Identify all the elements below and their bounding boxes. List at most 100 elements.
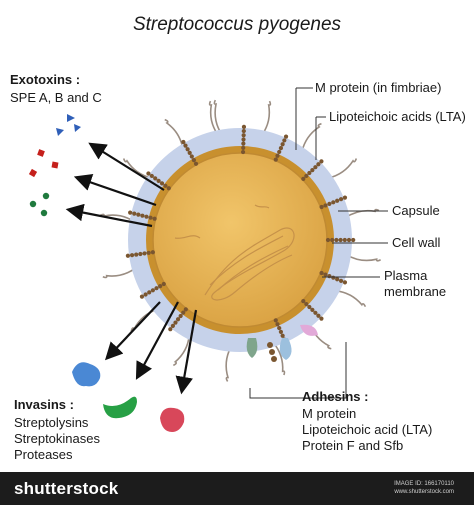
- lta-bead: [278, 329, 284, 335]
- invasin-item: Streptolysins: [14, 415, 89, 430]
- lta-bead: [153, 176, 158, 181]
- lta-bead: [313, 310, 318, 315]
- lta-bead: [148, 215, 153, 220]
- lta-bead: [280, 333, 285, 338]
- lta-bead: [278, 145, 284, 151]
- adhesin-molecules: [246, 324, 318, 362]
- lta-bead: [342, 195, 348, 200]
- lta-bead: [280, 142, 285, 147]
- lta-bead: [159, 181, 165, 186]
- lta-bead: [144, 214, 149, 219]
- lta-bead: [319, 159, 324, 164]
- diagram-title: Streptococcus pyogenes: [132, 14, 342, 35]
- lta-bead: [183, 143, 188, 148]
- adhesin-item: Lipoteichoic acid (LTA): [302, 422, 433, 437]
- lta-bead: [161, 281, 166, 287]
- lta-bead: [316, 162, 321, 167]
- lta-bead: [307, 170, 312, 176]
- label-lta: Lipoteichoic acids (LTA): [329, 109, 466, 124]
- lta-bead: [134, 252, 139, 257]
- lta-bead: [323, 272, 328, 277]
- lta-bead: [150, 250, 155, 255]
- fimbria: [102, 267, 137, 279]
- lta-bead: [323, 203, 328, 208]
- lta-bead: [319, 316, 324, 321]
- lta-bead: [191, 158, 196, 163]
- lta-bead: [338, 237, 343, 243]
- lta-bead: [183, 307, 188, 312]
- label-cell-wall: Cell wall: [392, 235, 441, 250]
- label-membrane: membrane: [384, 284, 447, 299]
- lta-bead: [152, 216, 157, 221]
- lta-bead: [338, 278, 344, 283]
- fimbria: [328, 158, 358, 179]
- lta-bead: [170, 323, 175, 328]
- lta-bead: [241, 145, 246, 150]
- lta-bead: [304, 301, 309, 307]
- adhesin-item: Protein F and Sfb: [302, 438, 404, 453]
- lta-bead: [147, 290, 152, 295]
- fimbria: [301, 122, 322, 152]
- label-pointers: [249, 87, 388, 399]
- shutterstock-logo: shutterstock: [14, 479, 119, 498]
- lta-bead: [283, 134, 289, 139]
- lta-bead: [240, 149, 246, 155]
- lta-bead: [331, 275, 336, 280]
- lta-bead: [313, 165, 318, 170]
- lta-bead: [149, 173, 154, 179]
- lta-bead: [178, 313, 183, 319]
- lta-bead: [327, 201, 332, 206]
- lta-bead: [175, 317, 181, 322]
- fimbria: [225, 347, 232, 382]
- lta-bead: [163, 183, 168, 188]
- label-plasma: Plasma: [384, 268, 428, 283]
- lta-bead: [143, 292, 148, 297]
- lta-bead: [138, 251, 143, 257]
- lta-bead: [241, 133, 246, 138]
- lta-bead: [136, 212, 141, 217]
- lta-bead: [181, 139, 186, 145]
- lta-bead: [277, 149, 282, 155]
- lta-bead: [325, 237, 331, 243]
- lta-bead: [275, 322, 280, 327]
- lta-bead: [273, 157, 278, 162]
- label-capsule: Capsule: [392, 203, 440, 218]
- fimbria: [346, 254, 382, 262]
- exotoxins-list: SPE A, B and C: [10, 90, 102, 105]
- lta-chains: [125, 124, 356, 346]
- lta-bead: [129, 253, 135, 258]
- lta-bead: [319, 204, 324, 210]
- lta-bead: [125, 253, 131, 258]
- lta-bead: [128, 210, 133, 215]
- lta-bead: [282, 138, 287, 143]
- adhesin-item: M protein: [302, 406, 357, 421]
- lta-bead: [316, 313, 321, 318]
- fimbria: [122, 158, 152, 179]
- invasin-molecules: [72, 362, 185, 432]
- lta-bead: [335, 277, 340, 282]
- lta-bead: [346, 237, 352, 243]
- lta-bead: [331, 200, 336, 205]
- fimbria: [261, 100, 272, 135]
- exotoxin-particles: [28, 114, 81, 217]
- lta-bead: [173, 320, 178, 325]
- lta-bead: [150, 288, 155, 293]
- lta-bead: [142, 251, 147, 256]
- lta-bead: [140, 213, 145, 218]
- invasin-item: Streptokinases: [14, 431, 100, 446]
- lta-bead: [193, 161, 199, 166]
- lta-bead: [351, 237, 356, 243]
- lta-bead: [277, 325, 282, 331]
- fimbria: [335, 289, 367, 308]
- lta-bead: [154, 286, 159, 291]
- lta-bead: [241, 137, 246, 142]
- lta-bead: [310, 307, 315, 312]
- fimbria: [172, 335, 191, 367]
- lta-bead: [156, 178, 161, 183]
- lta-bead: [342, 280, 348, 285]
- lta-bead: [273, 318, 278, 323]
- footer-bar: shutterstock IMAGE ID: 166170110 www.shu…: [0, 472, 474, 505]
- label-m-protein: M protein (in fimbriae): [315, 80, 442, 95]
- lta-bead: [187, 150, 192, 155]
- lta-bead: [158, 284, 163, 289]
